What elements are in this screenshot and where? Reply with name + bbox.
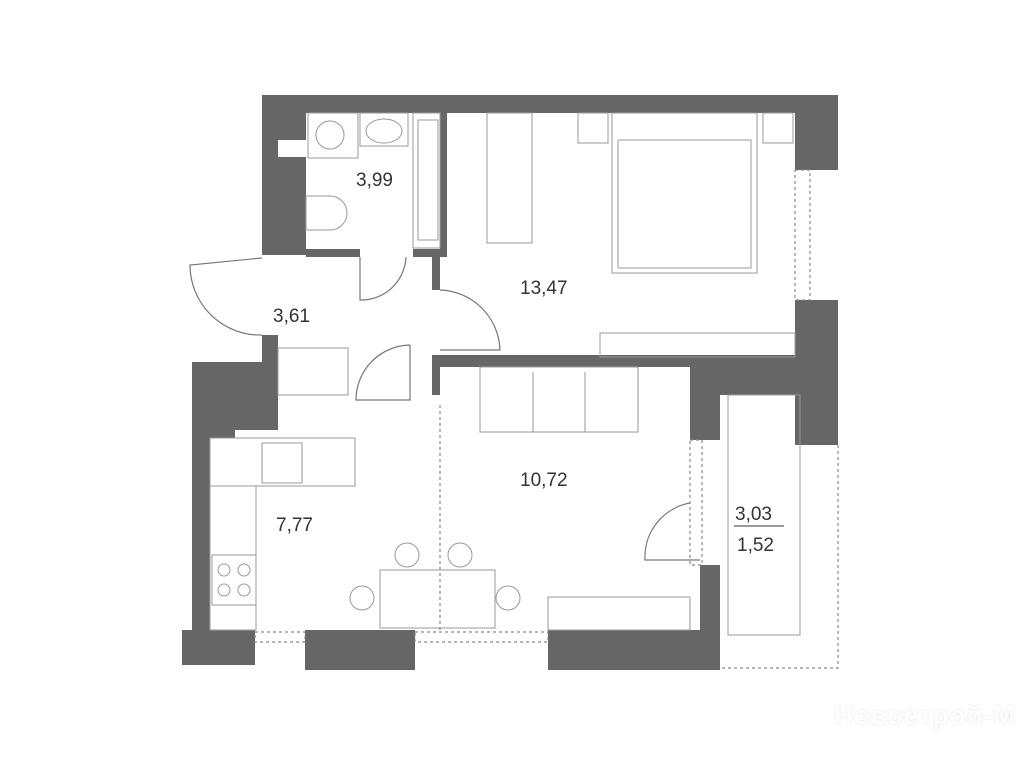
doors [189, 256, 700, 561]
windows [254, 169, 811, 643]
area-living-room: 10,72 [520, 470, 568, 491]
dining-table-icon [379, 569, 496, 629]
watermark: Новострой-М [833, 700, 1016, 730]
balcony-outline [720, 394, 839, 669]
sofa-icon [479, 366, 639, 433]
kitchen-counter [209, 437, 356, 487]
area-bathroom: 3,99 [356, 170, 393, 191]
sink-icon [359, 112, 409, 147]
desk-icon [599, 332, 796, 358]
stove-icon [211, 554, 257, 606]
bathtub-icon [412, 112, 441, 249]
area-balcony-reduced: 1,52 [737, 535, 774, 556]
toilet-icon [305, 195, 348, 231]
area-balcony: 3,03 [735, 504, 772, 525]
furniture [209, 112, 796, 631]
area-kitchen: 7,77 [276, 515, 313, 536]
stove-counter [209, 485, 257, 631]
wardrobe-icon [486, 112, 533, 244]
bed-icon [611, 112, 758, 274]
tv-stand-icon [547, 596, 691, 631]
washing-machine-icon [307, 112, 359, 159]
kitchen-sink-icon [261, 442, 303, 484]
area-hallway: 3,61 [273, 306, 310, 327]
walls [182, 95, 838, 670]
room-labels: 3,99 13,47 3,61 10,72 7,77 3,03 1,52 [273, 170, 784, 556]
area-bedroom: 13,47 [520, 278, 568, 299]
